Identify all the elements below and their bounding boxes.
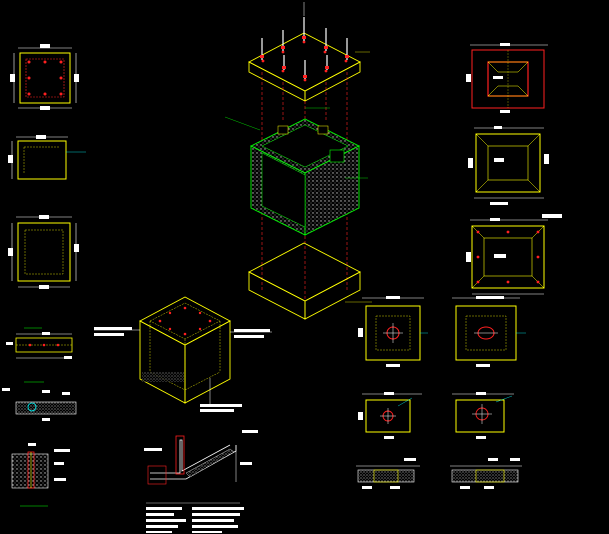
plan-view-right-3 <box>466 214 562 299</box>
bent-bar-detail <box>144 430 258 485</box>
plan-view-right-1 <box>466 43 548 113</box>
seccion-bottom-2 <box>450 458 522 489</box>
vista-detail <box>6 327 73 359</box>
isometric-explosion <box>94 2 372 533</box>
detalle-detail <box>11 443 70 507</box>
plan-view-left-2 <box>8 135 86 180</box>
lateral-2-elevation <box>452 392 514 439</box>
seccion-detail <box>2 381 77 421</box>
base-plate <box>248 242 372 320</box>
seccion-bottom-1 <box>356 458 420 489</box>
plan-view-top-left <box>10 44 79 110</box>
plan-view-right-2 <box>468 126 549 205</box>
plan-view-left-3 <box>8 215 79 289</box>
tipo-1-plan <box>358 296 428 367</box>
middle-box <box>224 107 368 236</box>
top-plate <box>248 2 370 102</box>
assembled-iso <box>94 296 272 412</box>
tipo-2-plan <box>452 296 526 367</box>
bottom-title-block <box>146 502 244 533</box>
lateral-1-elevation <box>358 392 422 439</box>
